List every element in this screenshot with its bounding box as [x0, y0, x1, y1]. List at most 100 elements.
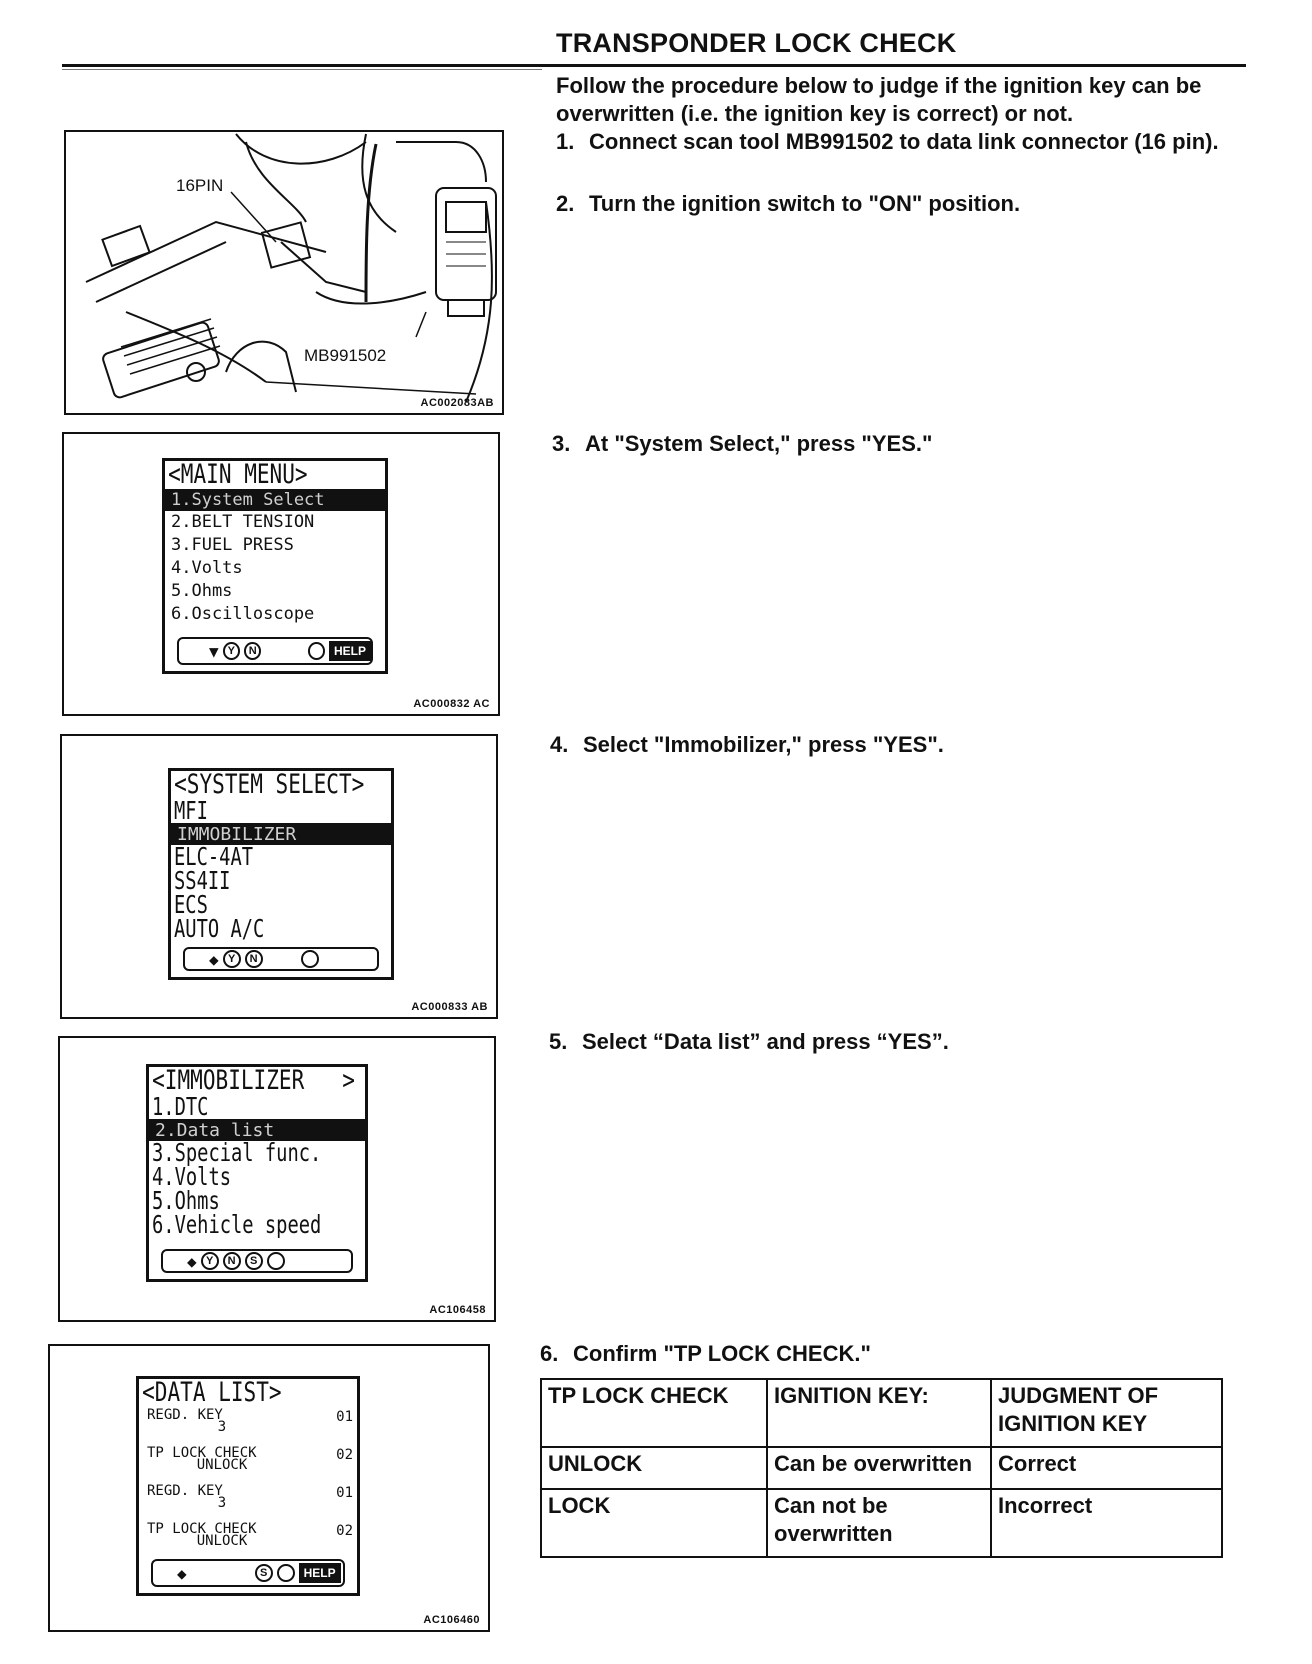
table-header: TP LOCK CHECK — [540, 1378, 768, 1448]
table-cell: LOCK — [540, 1488, 768, 1558]
yes-circle-icon: Y — [222, 642, 241, 660]
no-circle-icon: N — [244, 642, 262, 660]
title-rule-thin — [62, 69, 542, 70]
button-bar: ◆ Y N — [183, 947, 379, 971]
figure-code: AC106460 — [423, 1614, 480, 1626]
data-value: UNLOCK — [196, 1533, 248, 1549]
data-list-row: REGD. KEY 3 01 — [139, 1407, 357, 1445]
menu-item: 4.Volts — [152, 1162, 232, 1191]
button-bar: ▼ Y N HELP — [177, 637, 373, 665]
yes-circle-icon: Y — [222, 950, 241, 968]
label-mb991502: MB991502 — [304, 346, 387, 365]
no-circle-icon: N — [244, 950, 263, 968]
menu-item: 6.Vehicle speed — [152, 1210, 322, 1239]
no-circle-icon: N — [222, 1252, 241, 1270]
step-text: Select "Immobilizer," press "YES". — [583, 732, 944, 757]
figure-code: AC002083AB — [420, 397, 494, 409]
cancel-circle-icon — [300, 950, 319, 968]
step-text: Connect scan tool MB991502 to data link … — [589, 129, 1219, 154]
title-rule — [62, 64, 1246, 67]
table-header-row: TP LOCK CHECK IGNITION KEY: JUDGMENT OF … — [540, 1378, 1223, 1448]
scan-tool-screen: <DATA LIST> REGD. KEY 3 01 TP LOCK CHECK… — [136, 1376, 360, 1596]
connection-illustration — [85, 133, 497, 403]
data-value: 3 — [217, 1495, 227, 1511]
menu-item: ELC-4AT — [174, 842, 254, 871]
step-text: At "System Select," press "YES." — [585, 431, 933, 456]
figure-code: AC000832 AC — [413, 698, 490, 710]
menu-item: 3.Special func. — [152, 1138, 322, 1167]
screen-header: <SYSTEM SELECT> — [174, 769, 365, 800]
step-4: 4. Select "Immobilizer," press "YES". — [550, 731, 944, 759]
up-down-arrow-icon: ◆ — [187, 1251, 197, 1271]
figure-code: AC000833 AB — [411, 1001, 488, 1013]
help-icon: HELP — [298, 1563, 341, 1583]
menu-item-selected: 2.Data list — [149, 1119, 365, 1141]
step-number: 3. — [552, 431, 571, 456]
figure-code: AC106458 — [429, 1304, 486, 1316]
data-label: TP LOCK CHECK — [147, 1521, 257, 1537]
menu-item: 4.Volts — [171, 558, 243, 578]
table-cell: Can be overwritten — [766, 1446, 992, 1490]
table-row: UNLOCK Can be overwritten Correct — [540, 1446, 1223, 1490]
stop-circle-icon: S — [254, 1564, 273, 1582]
tp-lock-check-table: TP LOCK CHECK IGNITION KEY: JUDGMENT OF … — [540, 1378, 1223, 1558]
data-list-row: REGD. KEY 3 01 — [139, 1483, 357, 1521]
screen-header: <DATA LIST> — [142, 1377, 282, 1408]
data-value: UNLOCK — [196, 1457, 248, 1473]
figure-main-menu: <MAIN MENU> 1.System Select 2.BELT TENSI… — [62, 432, 500, 716]
step-text: Confirm "TP LOCK CHECK." — [573, 1341, 871, 1366]
menu-item: 5.Ohms — [152, 1186, 220, 1215]
screen-header: <IMMOBILIZER > — [152, 1065, 355, 1096]
intro-text: Follow the procedure below to judge if t… — [556, 73, 1202, 126]
data-code: 01 — [336, 1409, 353, 1425]
yes-circle-icon: Y — [200, 1252, 219, 1270]
table-row: LOCK Can not be overwritten Incorrect — [540, 1488, 1223, 1558]
data-list-row: TP LOCK CHECK UNLOCK 02 — [139, 1445, 357, 1483]
menu-item: AUTO A/C — [174, 914, 265, 943]
up-down-arrow-icon: ◆ — [209, 949, 219, 969]
button-bar: ◆ Y N S — [161, 1249, 353, 1273]
figure-system-select: <SYSTEM SELECT> MFI IMMOBILIZER ELC-4AT … — [60, 734, 498, 1019]
scan-tool-screen: <MAIN MENU> 1.System Select 2.BELT TENSI… — [162, 458, 388, 674]
data-list-row: TP LOCK CHECK UNLOCK 02 — [139, 1521, 357, 1559]
table-header: IGNITION KEY: — [766, 1378, 992, 1448]
step-number: 4. — [550, 732, 569, 757]
menu-item: MFI — [174, 796, 208, 825]
cancel-circle-icon — [307, 642, 325, 660]
button-bar: ◆ S HELP — [151, 1559, 345, 1587]
step-number: 2. — [556, 191, 575, 216]
data-code: 02 — [336, 1447, 353, 1463]
menu-item: 3.FUEL PRESS — [171, 535, 294, 555]
step-2: 2. Turn the ignition switch to "ON" posit… — [556, 190, 1020, 218]
table-cell: Can not be overwritten — [766, 1488, 992, 1558]
menu-item: 6.Oscilloscope — [171, 604, 315, 624]
step-5: 5. Select “Data list” and press “YES”. — [549, 1028, 949, 1056]
down-arrow-icon: ▼ — [209, 641, 219, 661]
step-text: Turn the ignition switch to "ON" positio… — [589, 191, 1021, 216]
step-6: 6.Confirm "TP LOCK CHECK." — [540, 1340, 871, 1368]
scan-tool-screen: <SYSTEM SELECT> MFI IMMOBILIZER ELC-4AT … — [168, 768, 394, 980]
data-value: 3 — [217, 1419, 227, 1435]
menu-item: SS4II — [174, 866, 231, 895]
data-label: TP LOCK CHECK — [147, 1445, 257, 1461]
data-code: 01 — [336, 1485, 353, 1501]
table-cell: UNLOCK — [540, 1446, 768, 1490]
data-label: REGD. KEY — [147, 1407, 223, 1423]
help-icon: HELP — [328, 641, 371, 661]
table-cell: Correct — [990, 1446, 1223, 1490]
menu-item: ECS — [174, 890, 208, 919]
step-text: Select “Data list” and press “YES”. — [582, 1029, 949, 1054]
menu-item-selected: IMMOBILIZER — [171, 823, 391, 845]
page-title: TRANSPONDER LOCK CHECK — [556, 28, 957, 58]
step-number: 5. — [549, 1029, 568, 1054]
cancel-circle-icon — [266, 1252, 285, 1270]
figure-connection: 16PIN MB991502 AC002083AB — [64, 130, 504, 415]
data-label: REGD. KEY — [147, 1483, 223, 1499]
scan-tool-screen: <IMMOBILIZER > 1.DTC 2.Data list 3.Speci… — [146, 1064, 368, 1282]
table-header: JUDGMENT OF IGNITION KEY — [990, 1378, 1223, 1448]
step-1: 1.Connect scan tool MB991502 to data lin… — [556, 128, 1256, 156]
figure-data-list: <DATA LIST> REGD. KEY 3 01 TP LOCK CHECK… — [48, 1344, 490, 1632]
stop-circle-icon: S — [244, 1252, 263, 1270]
menu-item-selected: 1.System Select — [165, 489, 385, 511]
menu-item: 2.BELT TENSION — [171, 512, 315, 532]
